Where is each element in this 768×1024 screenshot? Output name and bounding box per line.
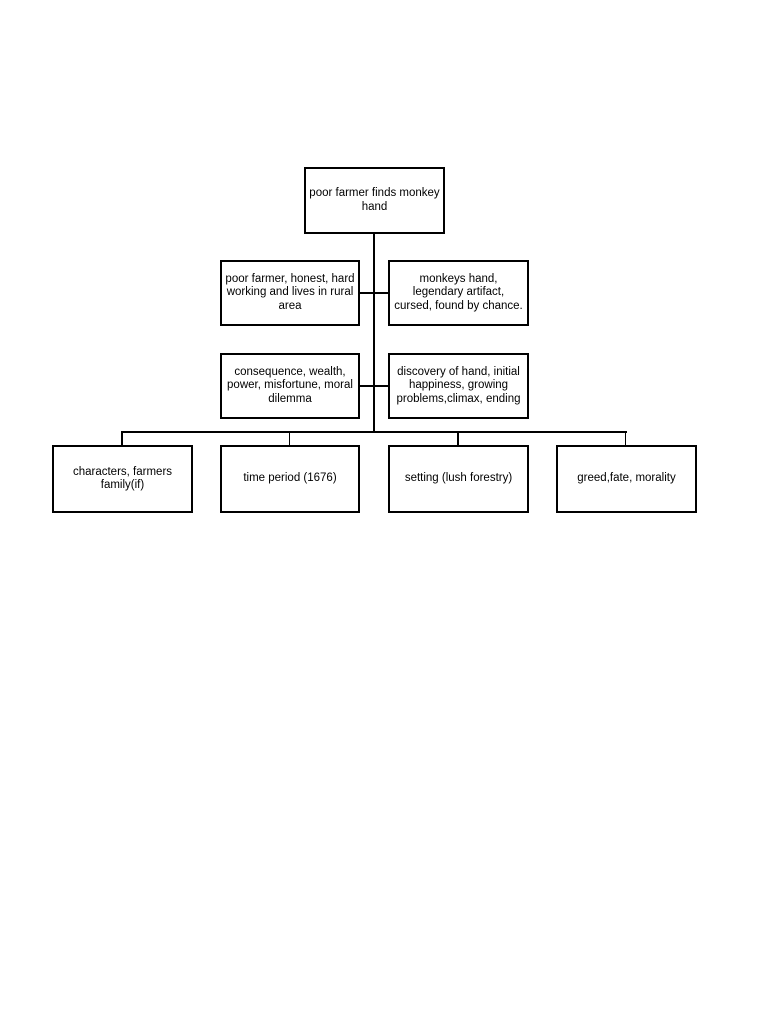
root-node-text: poor farmer finds monkey hand (309, 187, 440, 213)
node-morals-text: greed,fate, morality (577, 472, 676, 485)
branch-connector-3 (457, 431, 459, 446)
node-plot: discovery of hand, initial happiness, gr… (388, 353, 529, 419)
node-setting-text: setting (lush forestry) (404, 472, 513, 485)
node-characters: characters, farmers family(if) (52, 445, 193, 513)
bottom-bus-connector (121, 431, 627, 433)
row1-connector (359, 292, 389, 294)
node-time-period: time period (1676) (220, 445, 360, 513)
node-morals: greed,fate, morality (556, 445, 697, 513)
node-themes: consequence, wealth, power, misfortune, … (220, 353, 360, 419)
node-themes-text: consequence, wealth, power, misfortune, … (227, 365, 353, 405)
branch-connector-2 (289, 431, 290, 446)
node-farmer-traits: poor farmer, honest, hard working and li… (220, 260, 360, 326)
node-setting: setting (lush forestry) (388, 445, 529, 513)
node-farmer-traits-text: poor farmer, honest, hard working and li… (225, 272, 355, 312)
node-plot-text: discovery of hand, initial happiness, gr… (396, 365, 521, 405)
root-node: poor farmer finds monkey hand (304, 167, 445, 234)
node-monkeys-hand: monkeys hand, legendary artifact, cursed… (388, 260, 529, 326)
row2-connector (359, 385, 389, 387)
branch-connector-4 (625, 431, 626, 446)
trunk-connector (373, 233, 375, 432)
branch-connector-1 (121, 431, 123, 446)
node-characters-text: characters, farmers family(if) (72, 465, 173, 492)
node-time-period-text: time period (1676) (243, 472, 337, 485)
node-monkeys-hand-text: monkeys hand, legendary artifact, cursed… (394, 272, 523, 312)
